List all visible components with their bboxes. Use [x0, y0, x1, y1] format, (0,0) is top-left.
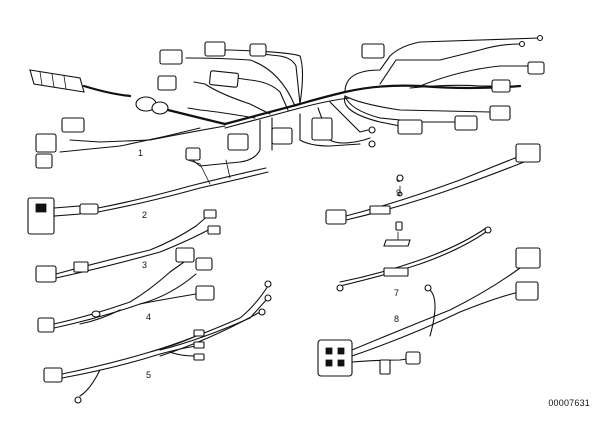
callout-8: 8 [394, 314, 399, 324]
cable-2: 2 [27, 159, 269, 235]
callout-3: 3 [142, 260, 147, 270]
cable-8: 8 [317, 247, 541, 377]
cable-7: 7 [336, 221, 492, 298]
cable-3: 3 [35, 209, 221, 283]
main-wiring-harness: 1 [29, 34, 545, 169]
cable-6: 6 [325, 143, 541, 225]
callout-1: 1 [138, 148, 143, 158]
callout-4: 4 [146, 312, 151, 322]
drawing-number: 00007631 [548, 398, 590, 408]
item-9: 9 [396, 174, 404, 198]
callout-9: 9 [396, 188, 401, 198]
callout-7: 7 [394, 288, 399, 298]
callout-2: 2 [142, 210, 147, 220]
cable-5: 5 [43, 280, 272, 404]
cable-4: 4 [37, 247, 215, 333]
callout-5: 5 [146, 370, 151, 380]
